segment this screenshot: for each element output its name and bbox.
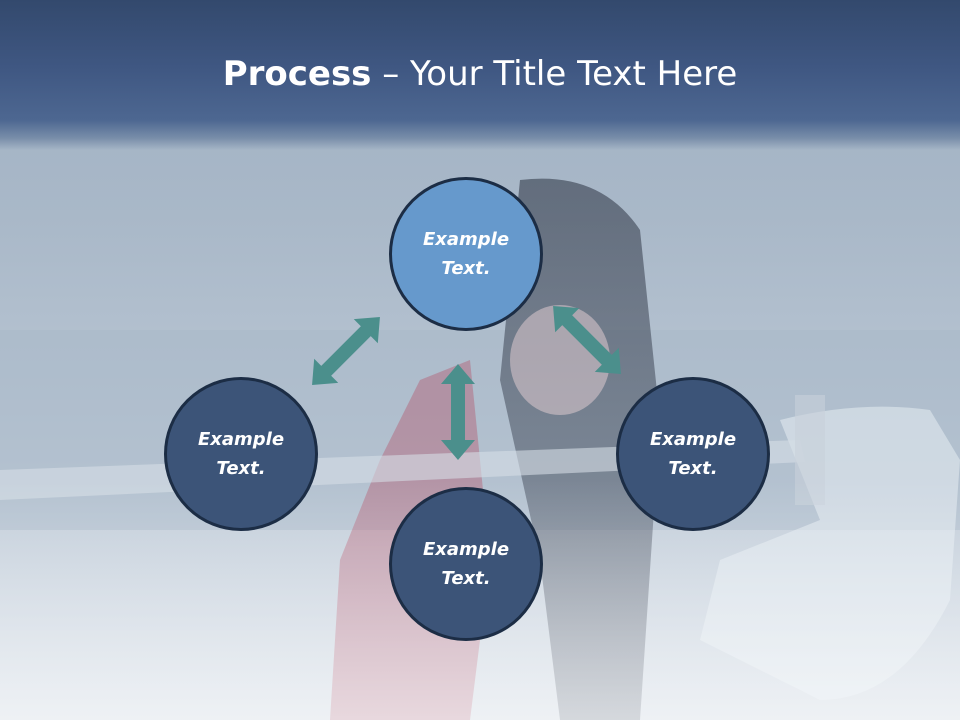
node-left-line1: Example <box>197 429 285 450</box>
node-right-line2: Text. <box>668 458 718 479</box>
node-top-line1: Example <box>422 229 510 250</box>
node-bottom-line2: Text. <box>441 568 491 589</box>
title-bold: Process <box>222 54 372 94</box>
arrow-top-left <box>312 317 380 385</box>
node-bottom-line1: Example <box>422 539 510 560</box>
node-left-line2: Text. <box>216 458 266 479</box>
process-node-bottom: Example Text. <box>389 487 543 641</box>
process-node-top: Example Text. <box>389 177 543 331</box>
node-top-line2: Text. <box>441 258 491 279</box>
title-bar <box>0 0 960 150</box>
process-node-left: Example Text. <box>164 377 318 531</box>
slide-title: Process – Your Title Text Here <box>0 52 960 96</box>
process-node-right: Example Text. <box>616 377 770 531</box>
arrow-center-vertical <box>441 364 475 460</box>
title-rest: – Your Title Text Here <box>371 54 738 94</box>
arrow-top-right <box>553 306 621 374</box>
node-right-line1: Example <box>649 429 737 450</box>
